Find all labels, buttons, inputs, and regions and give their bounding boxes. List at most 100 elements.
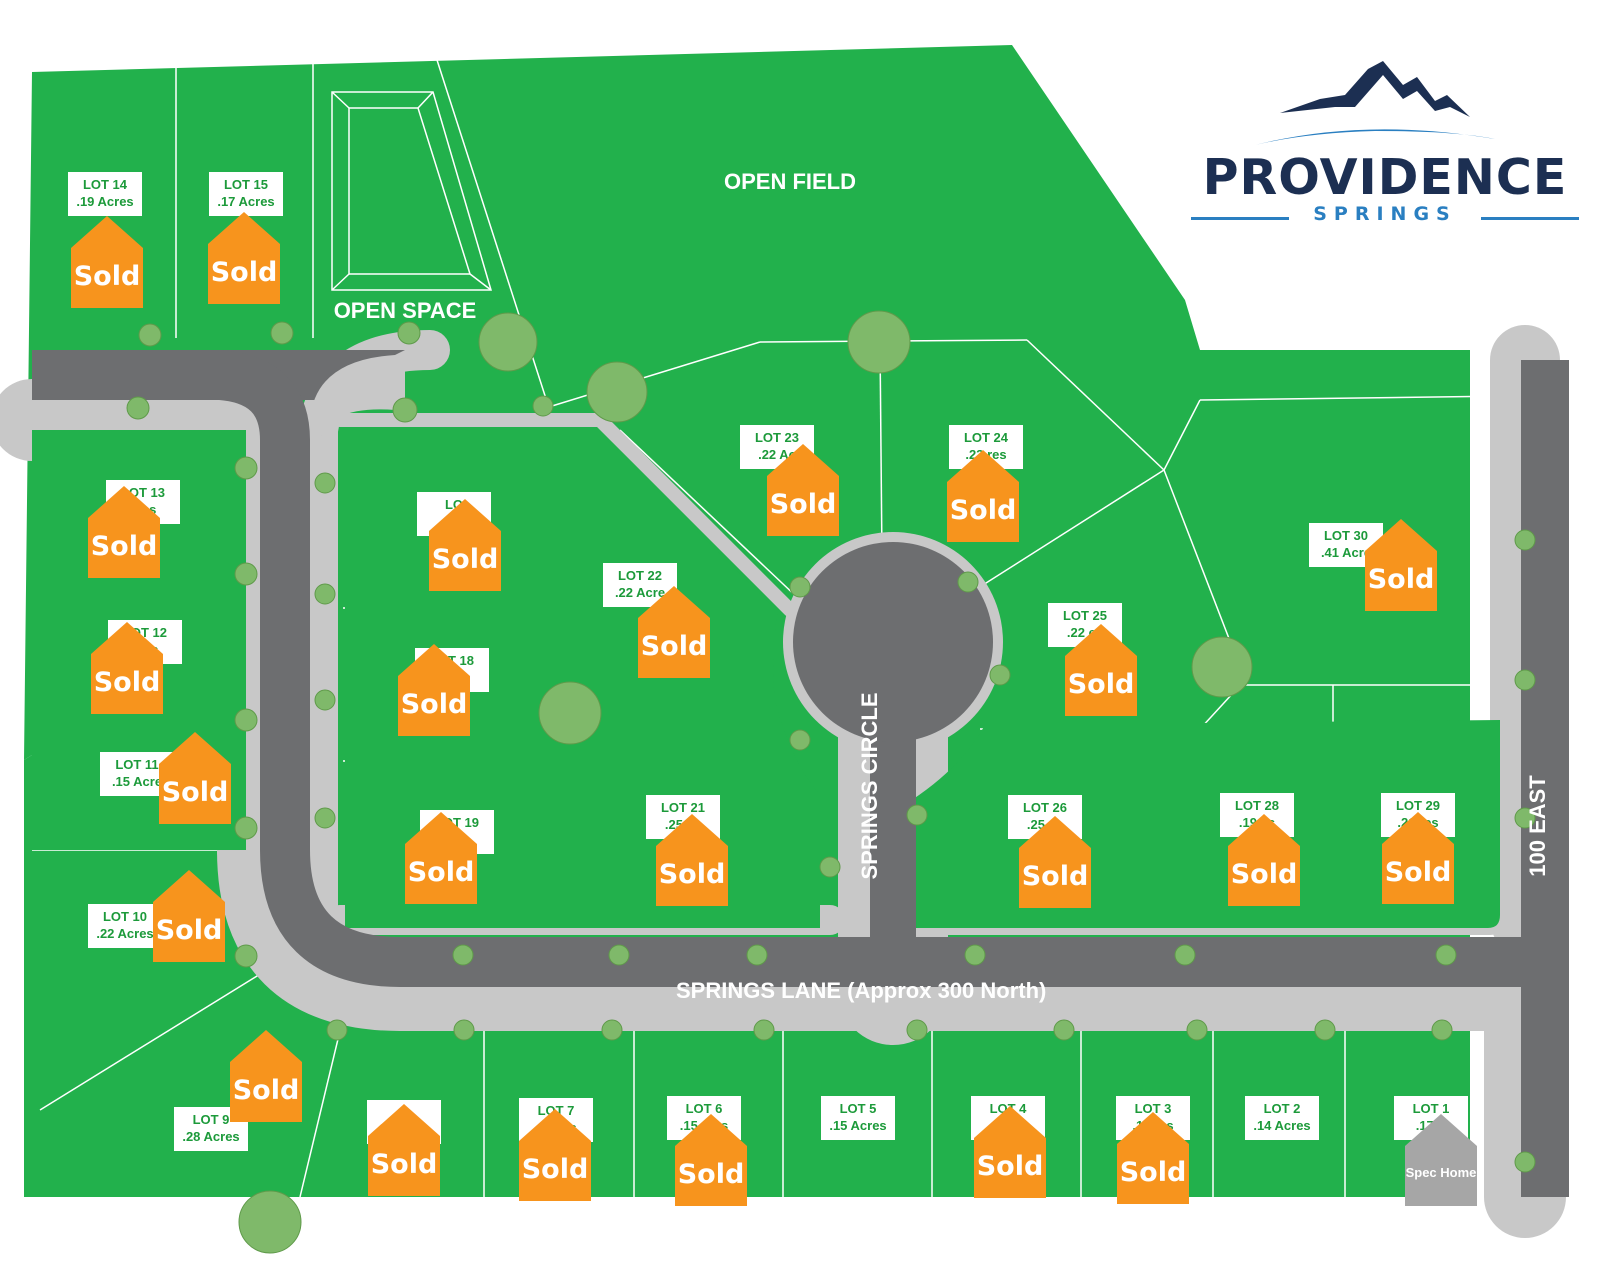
sold-marker-lot-8[interactable]: Sold [368, 1104, 440, 1196]
sold-text: Sold [73, 261, 141, 292]
mountain-logo-icon [1255, 61, 1495, 145]
lot-name: LOT 14 [82, 177, 128, 192]
lot-name: LOT 24 [963, 430, 1009, 445]
sold-text: Sold [232, 1075, 300, 1106]
lot-acres: .15 Acre [111, 774, 163, 789]
house-icon [405, 812, 477, 904]
house-icon [656, 814, 728, 906]
east-street-label: 100 EAST [1525, 775, 1550, 877]
sold-marker-lot-9[interactable]: Sold [230, 1030, 302, 1122]
lot-acres: .41 Acre [1320, 545, 1372, 560]
brand-rule-left [1191, 217, 1289, 220]
house-icon [1065, 624, 1137, 716]
sold-text: Sold [90, 531, 158, 562]
lot-lines [32, 59, 1511, 1198]
west-strip [24, 755, 32, 1197]
house-icon [1405, 1114, 1477, 1206]
lot-label-lot-15[interactable]: LOT 15 .17 Acres [209, 172, 283, 216]
lot-label-lot-2[interactable]: LOT 2 .14 Acres [1245, 1096, 1319, 1140]
house-icon [1117, 1112, 1189, 1204]
lot-name: LOT 6 [685, 1101, 723, 1116]
lot-label-lot-14[interactable]: LOT 14 .19 Acres [68, 172, 142, 216]
lot-name: LOT 9 [192, 1112, 230, 1127]
sold-marker-lot-30[interactable]: Sold [1365, 519, 1437, 611]
open-field-label: OPEN FIELD [723, 169, 857, 194]
lot-label-lot-5[interactable]: LOT 5.15 Acres [821, 1096, 895, 1140]
house-icon [429, 499, 501, 591]
cul-de-sac [793, 542, 993, 742]
open-space-outline [331, 91, 493, 291]
lot-name: LOT 11 [115, 757, 159, 772]
lot-name: LOT 21 [660, 800, 706, 815]
sold-text: Sold [1384, 857, 1452, 888]
sold-text: Sold [161, 777, 229, 808]
house-icon [1382, 812, 1454, 904]
house-icon [1019, 816, 1091, 908]
lot-name: LOT 25 [1062, 608, 1108, 623]
house-icon [230, 1030, 302, 1122]
house-icon [974, 1106, 1046, 1198]
sold-marker-lot-21[interactable]: Sold [656, 814, 728, 906]
sold-marker-lot-28[interactable]: Sold [1228, 814, 1300, 906]
sold-text: Sold [1021, 861, 1089, 892]
sold-text: Sold [640, 631, 708, 662]
sold-marker-lot-24[interactable]: Sold [947, 450, 1019, 542]
trees [126, 310, 1536, 1254]
house-icon [71, 216, 143, 308]
lot-acres: .22 Acre [614, 585, 666, 600]
lot-name: LOT 28 [1234, 798, 1280, 813]
sold-marker-lot-23[interactable]: Sold [767, 444, 839, 536]
house-icon [675, 1114, 747, 1206]
sold-marker-lot-3[interactable]: Sold [1117, 1112, 1189, 1204]
sold-marker-lot-17[interactable]: Sold [429, 499, 501, 591]
lot-name: LOT 2 [1263, 1101, 1301, 1116]
sold-marker-lot-4[interactable]: Sold [974, 1106, 1046, 1198]
springs-lane-label: SPRINGS LANE (Approx 300 North) [676, 978, 1047, 1003]
sold-marker-lot-14[interactable]: Sold [71, 216, 143, 308]
sold-marker-lot-10[interactable]: Sold [153, 870, 225, 962]
lot-acres: .17 Acres [217, 194, 275, 209]
lot-name: LOT 26 [1022, 800, 1068, 815]
lot-label-lot-22[interactable]: LOT 22.22 Acre [603, 563, 677, 607]
house-icon [519, 1109, 591, 1201]
sold-marker-lot-6[interactable]: Sold [675, 1114, 747, 1206]
springs-circle-label: SPRINGS CIRCLE [857, 692, 882, 880]
lot-acres: .14 Acres [1253, 1118, 1311, 1133]
sold-marker-lot-12[interactable]: Sold [91, 622, 163, 714]
sold-marker-lot-22[interactable]: Sold [638, 586, 710, 678]
sold-text: Sold [1230, 859, 1298, 890]
house-icon [947, 450, 1019, 542]
sold-text: Sold [521, 1154, 589, 1185]
house-icon [767, 444, 839, 536]
sold-marker-lot-26[interactable]: Sold [1019, 816, 1091, 908]
lot-acres: .22 Acres [96, 926, 154, 941]
sold-marker-lot-29[interactable]: Sold [1382, 812, 1454, 904]
house-icon [1228, 814, 1300, 906]
sold-text: Sold [769, 489, 837, 520]
sold-marker-lot-18[interactable]: Sold [398, 644, 470, 736]
sold-marker-lot-13[interactable]: Sold [88, 486, 160, 578]
lot-name: LOT 23 [754, 430, 800, 445]
sold-text: Sold [976, 1151, 1044, 1182]
sold-marker-lot-11[interactable]: Sold [159, 732, 231, 824]
west-road [32, 350, 1530, 987]
house-icon [88, 486, 160, 578]
sold-marker-lot-25[interactable]: Sold [1065, 624, 1137, 716]
brand-rule-right [1481, 217, 1579, 220]
sold-marker-lot-15[interactable]: Sold [208, 212, 280, 304]
house-icon [1365, 519, 1437, 611]
sold-text: Sold [1119, 1157, 1187, 1188]
house-icon [208, 212, 280, 304]
sold-marker-lot-7[interactable]: Sold [519, 1109, 591, 1201]
lot-label-lot-28[interactable]: LOT 28.19 es [1220, 793, 1294, 837]
lot-acres: .19 Acres [76, 194, 134, 209]
spec-home-marker-lot-1[interactable]: Spec Home [1405, 1114, 1477, 1206]
sold-text: Sold [155, 915, 223, 946]
lot-name: LOT 15 [223, 177, 269, 192]
house-icon [91, 622, 163, 714]
lot-label-lot-10[interactable]: LOT 10.22 Acres [88, 904, 162, 948]
lot-name: LOT 3 [1134, 1101, 1172, 1116]
sold-marker-lot-19[interactable]: Sold [405, 812, 477, 904]
providence-springs-logo: PROVIDENCE SPRINGS [1185, 55, 1585, 235]
